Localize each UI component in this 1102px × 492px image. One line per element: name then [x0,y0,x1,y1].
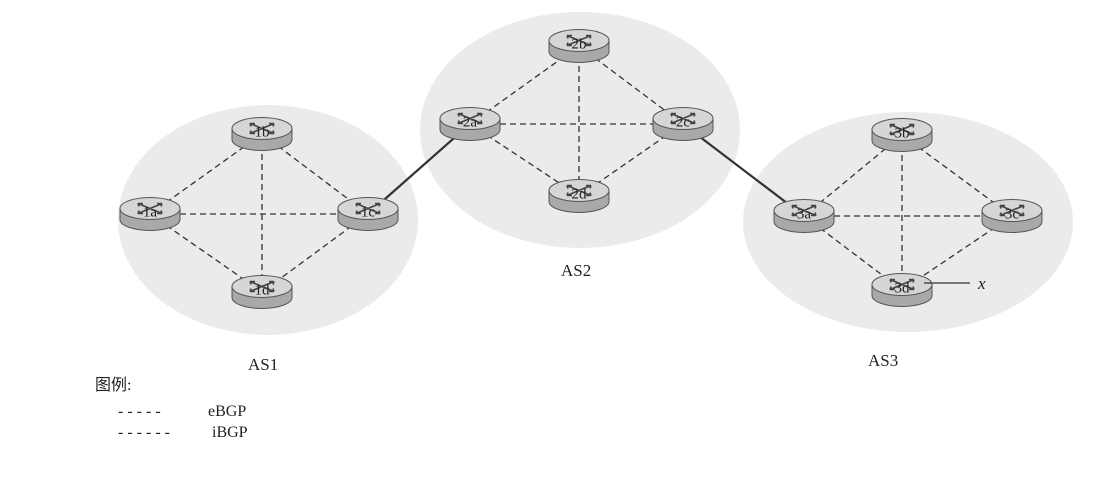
router-3a: 3a [773,199,835,233]
as1-region [118,105,418,335]
router-arrows-icon [566,184,592,197]
legend-title: 图例: [95,376,131,394]
router-label-1b: 1b [255,125,270,141]
router-label-3b: 3b [895,126,910,142]
router-1c: 1c [337,197,399,231]
router-arrows-icon [670,112,696,125]
router-1d: 1d [231,275,293,309]
router-label-2b: 2b [572,37,587,53]
router-label-1c: 1c [361,205,376,221]
router-arrows-icon [355,202,381,215]
prefix-x-label: x [977,274,986,293]
router-2a: 2a [439,107,501,141]
router-label-3d: 3d [895,281,911,297]
router-arrows-icon [249,122,275,135]
router-arrows-icon [889,123,915,136]
as-regions [118,12,1073,335]
router-2c: 2c [652,107,714,141]
as2-region [420,12,740,248]
legend: 图例: - - - - - eBGP - - - - - - iBGP [95,376,248,441]
legend-ebgp-dash: - - - - - [118,403,161,420]
router-3c: 3c [981,199,1043,233]
ebgp-link-2c-3a [682,123,805,217]
router-label-1a: 1a [143,205,158,221]
router-arrows-icon [566,34,592,47]
router-arrows-icon [791,204,817,217]
router-label-3c: 3c [1005,207,1020,223]
router-label-2a: 2a [463,115,478,131]
router-arrows-icon [889,278,915,291]
as3-label: AS3 [868,351,898,370]
router-arrows-icon [137,202,163,215]
router-3d: 3d [871,273,933,307]
router-1a: 1a [119,197,181,231]
router-label-3a: 3a [797,207,812,223]
router-2d: 2d [548,179,610,213]
legend-ibgp-dash: - - - - - - [118,424,170,441]
router-3b: 3b [871,118,933,152]
router-arrows-icon [249,280,275,293]
router-label-2d: 2d [572,187,588,203]
router-2b: 2b [548,29,610,63]
router-label-2c: 2c [676,115,691,131]
as3-region [743,112,1073,332]
legend-ibgp-label: iBGP [212,424,248,441]
as1-label: AS1 [248,355,278,374]
router-label-1d: 1d [255,283,271,299]
router-arrows-icon [457,112,483,125]
routers-layer: 1a 1b 1c 1d 2a 2b 2c 2d 3a 3b 3c 3d [119,29,1043,309]
as2-label: AS2 [561,261,591,280]
router-1b: 1b [231,117,293,151]
router-arrows-icon [999,204,1025,217]
legend-ebgp-label: eBGP [208,403,246,420]
